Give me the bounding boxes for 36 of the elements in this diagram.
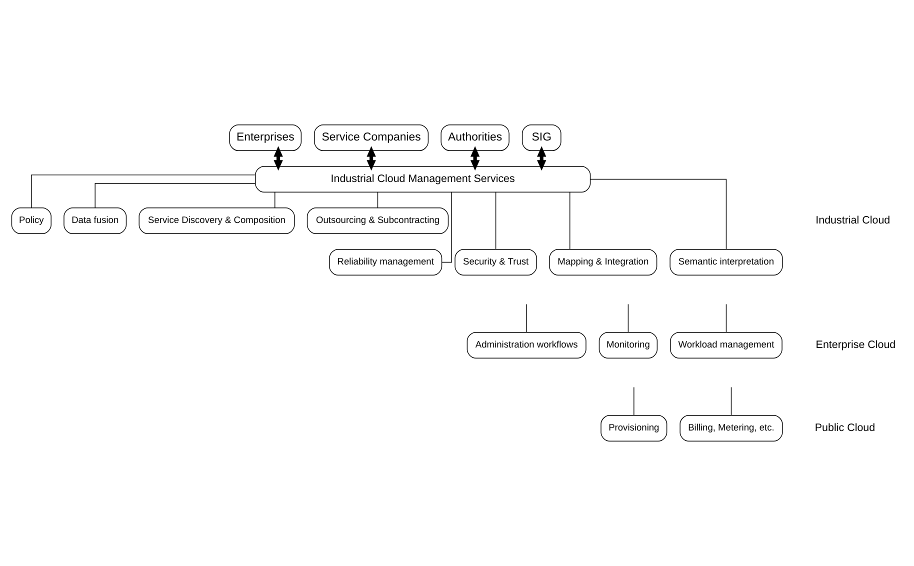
connector <box>442 192 452 263</box>
connector <box>628 304 629 333</box>
node-box: Mapping & Integration <box>549 249 658 276</box>
arrow <box>470 146 480 171</box>
node-box: Industrial Cloud Management Services <box>255 166 591 192</box>
connector <box>377 192 378 208</box>
label: Enterprise Cloud <box>816 338 896 351</box>
connector <box>31 174 256 208</box>
arrow <box>274 146 283 171</box>
connector <box>726 304 727 333</box>
node-box: Workload management <box>670 332 782 358</box>
node-box: Provisioning <box>600 415 668 442</box>
node-box: Service Discovery & Composition <box>138 208 295 234</box>
connector <box>590 178 727 250</box>
node-box: Security & Trust <box>454 249 537 276</box>
arrow <box>366 146 376 171</box>
connector <box>495 192 496 250</box>
node-box: Enterprises <box>229 124 302 151</box>
node-box: Authorities <box>440 124 510 151</box>
label: Public Cloud <box>814 422 876 434</box>
node-box: Data fusion <box>64 208 127 234</box>
connector <box>730 386 732 416</box>
node-box: Billing, Metering, etc. <box>680 415 783 442</box>
node-box: Monitoring <box>598 332 658 358</box>
connector <box>94 183 256 208</box>
node-box: Administration workflows <box>466 332 586 358</box>
label: Industrial Cloud <box>816 214 890 226</box>
connector <box>526 304 527 333</box>
node-box: Outsourcing & Subcontracting <box>306 208 449 234</box>
arrow <box>537 146 546 171</box>
connector <box>274 192 276 208</box>
node-box: Semantic interpretation <box>670 249 783 276</box>
node-box: Reliability management <box>329 249 442 276</box>
node-box: Service Companies <box>314 124 429 151</box>
node-box: Policy <box>11 208 52 234</box>
node-box: SIG <box>522 124 562 151</box>
